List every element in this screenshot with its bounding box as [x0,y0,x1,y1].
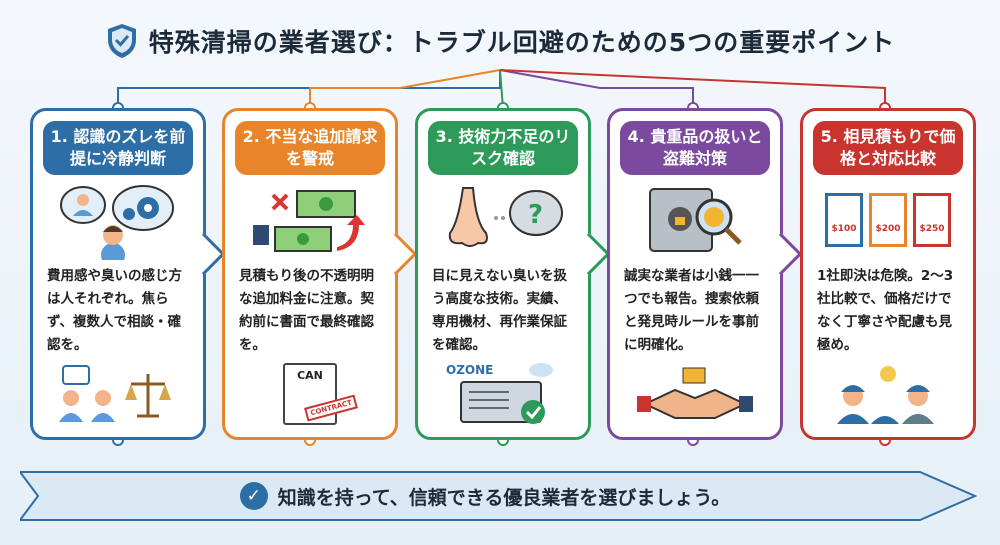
check-circle-icon: ✓ [239,482,268,510]
safe-magnifier-icon [610,175,780,265]
thinking-person-icon [33,175,203,265]
quotes-compare-icon: $100 $200 $250 [803,175,973,265]
card-heading: 4. 貴重品の扱いと盗難対策 [620,121,770,175]
discussion-scale-icon [33,361,203,427]
card-heading: 2. 不当な追加請求を警戒 [235,121,385,175]
card-heading: 3. 技術力不足のリスク確認 [428,121,578,175]
page-title: 特殊清掃の業者選び：トラブル回避のための5つの重要ポイント [148,28,896,57]
handshake-icon [610,361,780,427]
page-title-row: 特殊清掃の業者選び：トラブル回避のための5つの重要ポイント [0,22,1000,60]
card-body: 誠実な業者は小銭一一つでも報告。捜索依頼と発見時ルールを事前に明確化。 [624,268,759,353]
contract-stamp: CONTRACT [303,394,358,422]
card-2: 2. 不当な追加請求を警戒 見積もり後の不透明明な追加料金に注意。契約前に書面で… [222,108,418,440]
card-5: 5. 相見積もりで価格と対応比較 $100 $200 $250 1社即決は危険。… [800,108,976,440]
card-heading: 5. 相見積もりで価格と対応比較 [813,121,963,175]
ozone-label: OZONE [446,363,494,377]
card-1: 1. 認識のズレを前提に冷静判断 費用感や臭いの感じ方は人それぞれ。焦らず、複数… [30,108,226,440]
card-body: 費用感や臭いの感じ方は人それぞれ。焦らず、複数人で相談・確認を。 [47,268,182,353]
money-hand-icon [225,175,395,265]
conclusion-banner: ✓ 知識を持って、信頼できる優良業者を選びましょう。 [20,466,980,526]
quote-clipboard: $200 [869,193,907,247]
card-body: 見積もり後の不透明明な追加料金に注意。契約前に書面で最終確認を。 [239,268,374,353]
card-body: 目に見えない臭いを扱う高度な技術。実績、専用機材、再作業保証を確認。 [432,268,567,353]
quote-clipboard: $250 [913,193,951,247]
card-3: 3. 技術力不足のリスク確認 ? 目に見えない臭いを扱う高度な技術。実績、専用機… [415,108,611,440]
card-heading: 1. 認識のズレを前提に冷静判断 [43,121,193,175]
svg-text:?: ? [528,200,543,230]
quote-clipboard: $100 [825,193,863,247]
card-body: 1社即決は危険。2～3社比較で、価格だけでなく丁寧さや配慮も見極め。 [817,268,954,353]
banner-text: 知識を持って、信頼できる優良業者を選びましょう。 [277,486,731,509]
contract-icon: CAN CONTRACT [225,361,395,427]
ozone-machine-icon: OZONE [418,361,588,427]
nose-question-icon: ? [418,175,588,265]
card-4: 4. 貴重品の扱いと盗難対策 誠実な業者は小銭一一つでも報告。捜索依頼と発見時ル… [607,108,803,440]
shield-check-icon [107,24,136,58]
contract-label: CAN [297,369,323,382]
workers-icon [803,361,973,427]
